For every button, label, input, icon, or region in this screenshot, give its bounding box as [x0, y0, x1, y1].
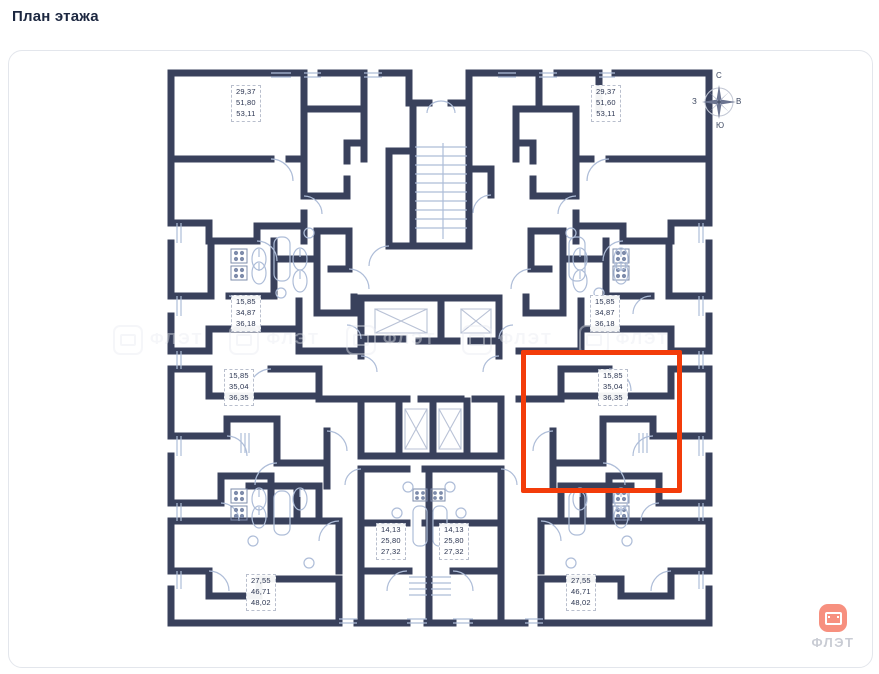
area-value-total: 36,18: [595, 318, 615, 328]
area-value-total: 53,11: [596, 108, 616, 118]
selected-apartment-highlight[interactable]: [521, 350, 682, 493]
compass-label-east: В: [736, 97, 742, 106]
floor-plan-card: ФЛЭТ ФЛЭТ ФЛЭТ ФЛЭТ ФЛЭТ: [8, 50, 873, 668]
apartment-area-label[interactable]: 15,85 34,87 36,18: [590, 295, 620, 332]
apartment-area-label[interactable]: 15,85 35,04 36,35: [224, 369, 254, 406]
area-value-living: 35,04: [603, 381, 623, 391]
apartment-area-label[interactable]: 15,85 34,87 36,18: [231, 295, 261, 332]
area-value-total: 27,32: [444, 546, 464, 556]
compass-label-north: С: [716, 71, 722, 80]
apartment-area-label[interactable]: 14,13 25,80 27,32: [439, 523, 469, 560]
area-value-total: 36,35: [603, 392, 623, 402]
area-value-total: 36,18: [236, 318, 256, 328]
area-value-rooms: 14,13: [444, 525, 464, 534]
page-title: План этажа: [12, 8, 99, 25]
compass-label-south: Ю: [716, 121, 725, 130]
area-value-living: 34,87: [595, 307, 615, 317]
area-value-total: 36,35: [229, 392, 249, 402]
floor-plan-drawing[interactable]: [9, 51, 872, 667]
area-value-rooms: 29,37: [596, 87, 616, 96]
area-value-living: 51,60: [596, 97, 616, 107]
area-value-total: 27,32: [381, 546, 401, 556]
area-value-rooms: 14,13: [381, 525, 401, 534]
apartment-area-label[interactable]: 29,37 51,60 53,11: [591, 85, 621, 122]
area-value-rooms: 29,37: [236, 87, 256, 96]
area-value-living: 46,71: [571, 586, 591, 596]
apartment-area-label[interactable]: 27,55 46,71 48,02: [566, 574, 596, 611]
area-value-rooms: 15,85: [603, 371, 623, 380]
area-value-living: 35,04: [229, 381, 249, 391]
apartment-area-label[interactable]: 27,55 46,71 48,02: [246, 574, 276, 611]
floor-plan-stage[interactable]: ФЛЭТ ФЛЭТ ФЛЭТ ФЛЭТ ФЛЭТ: [9, 51, 872, 667]
compass-icon: [702, 85, 736, 119]
area-value-total: 48,02: [251, 597, 271, 607]
area-value-rooms: 15,85: [229, 371, 249, 380]
area-value-living: 34,87: [236, 307, 256, 317]
brand-name: ФЛЭТ: [811, 635, 855, 650]
apartment-area-label[interactable]: 29,37 51,80 53,11: [231, 85, 261, 122]
area-value-living: 25,80: [444, 535, 464, 545]
compass-rose: С В З Ю: [691, 71, 747, 133]
area-value-rooms: 15,85: [236, 297, 256, 306]
area-value-total: 53,11: [236, 108, 256, 118]
area-value-living: 25,80: [381, 535, 401, 545]
area-value-rooms: 27,55: [571, 576, 591, 585]
area-value-total: 48,02: [571, 597, 591, 607]
flat-logo-icon: [819, 604, 847, 632]
compass-label-west: З: [692, 97, 697, 106]
area-value-rooms: 15,85: [595, 297, 615, 306]
area-value-rooms: 27,55: [251, 576, 271, 585]
area-value-living: 46,71: [251, 586, 271, 596]
apartment-area-label-selected[interactable]: 15,85 35,04 36,35: [598, 369, 628, 406]
area-value-living: 51,80: [236, 97, 256, 107]
apartment-area-label[interactable]: 14,13 25,80 27,32: [376, 523, 406, 560]
brand-logo: ФЛЭТ: [804, 604, 862, 658]
